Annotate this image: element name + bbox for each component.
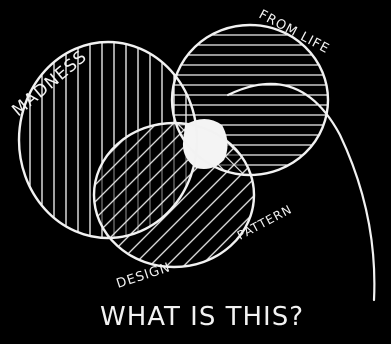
- label-design: DESIGN: [115, 260, 173, 292]
- question-text: WHAT IS THIS?: [100, 302, 304, 332]
